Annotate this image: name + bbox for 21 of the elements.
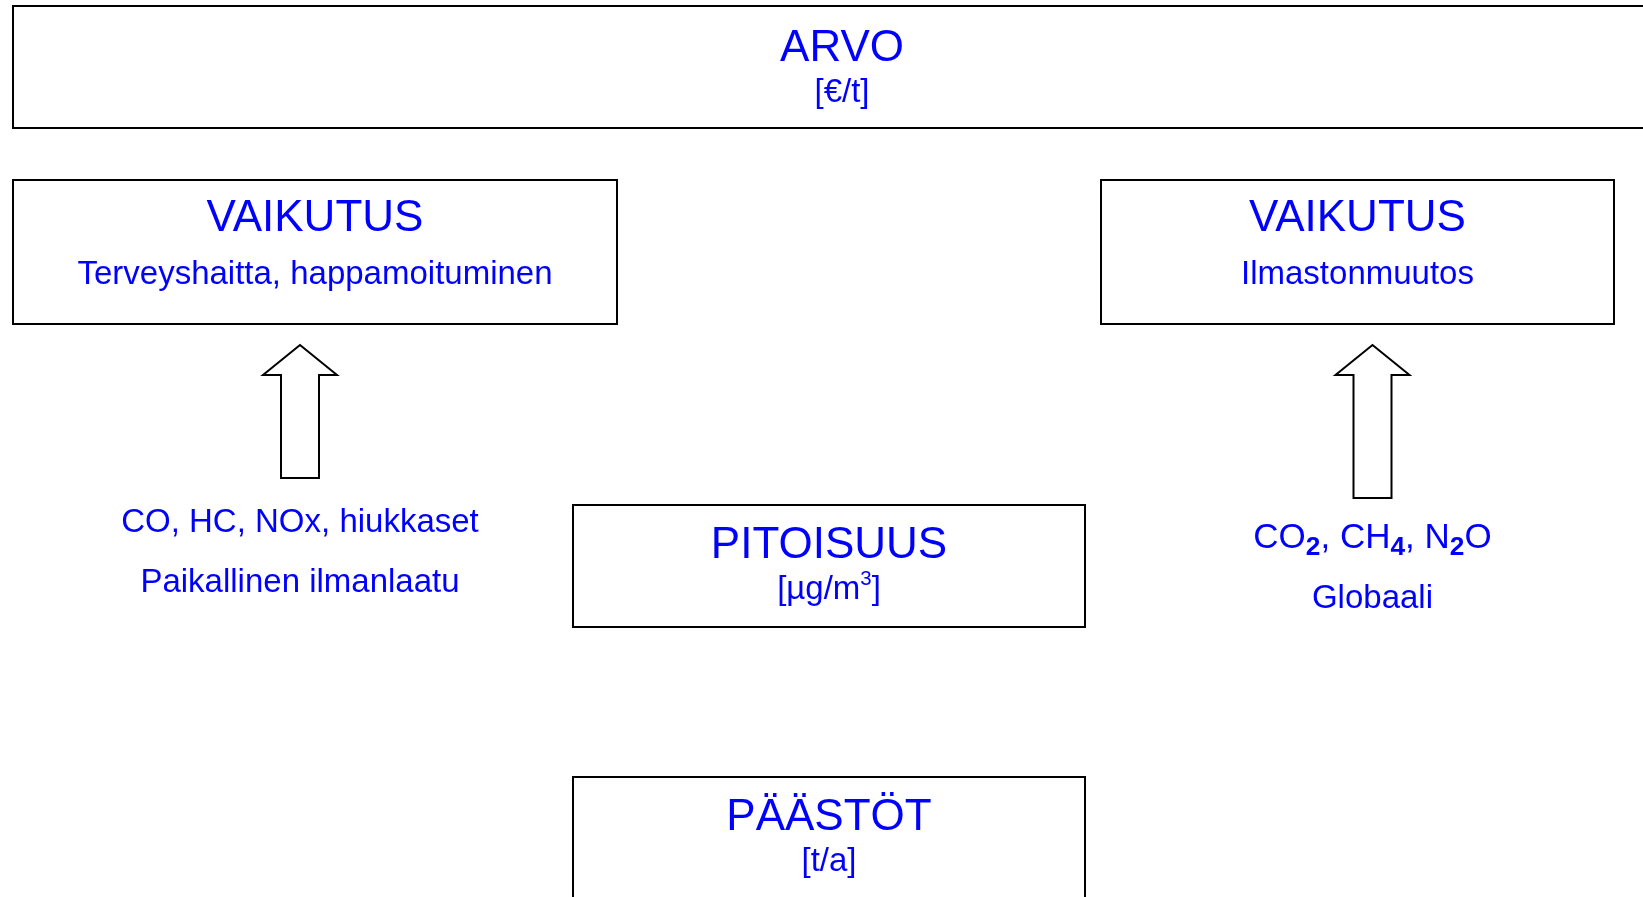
box-heading: PÄÄSTÖT: [726, 790, 932, 841]
box-heading: PITOISUUS: [710, 518, 948, 569]
box-heading: VAIKUTUS: [1249, 191, 1466, 242]
concept-box: [572, 776, 1086, 897]
block-arrow: [260, 343, 340, 479]
pollutant-list: CO, HC, NOx, hiukkaset: [121, 502, 479, 540]
concept-box: [12, 179, 618, 325]
box-subtitle: [µg/m$^{3}$]: [777, 568, 881, 607]
box-subtitle: Ilmastonmuutos: [1241, 253, 1474, 292]
box-subtitle: Terveyshaitta, happamoituminen: [77, 253, 553, 292]
box-heading: VAIKUTUS: [206, 191, 424, 242]
block-arrow: [1332, 343, 1413, 499]
pollutant-list: CO$_{2}$, CH$_{4}$, N$_{2}$O: [1253, 516, 1492, 557]
box-heading: ARVO: [780, 21, 904, 72]
concept-box: [1100, 179, 1615, 325]
concept-box: [572, 504, 1086, 628]
scope-label: Paikallinen ilmanlaatu: [140, 561, 460, 600]
scope-label: Globaali: [1311, 578, 1434, 617]
box-subtitle: [t/a]: [801, 840, 857, 879]
box-subtitle: [€/t]: [814, 71, 870, 110]
concept-box: [12, 5, 1643, 129]
